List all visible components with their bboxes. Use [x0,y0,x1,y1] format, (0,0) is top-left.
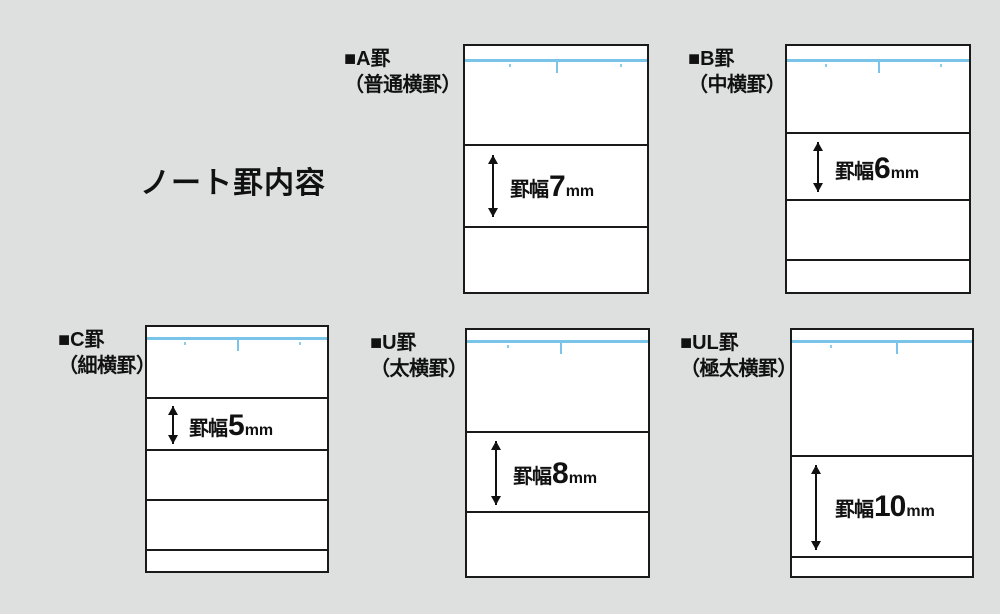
sheet-row [465,228,647,292]
ruled-line [792,340,972,343]
caption-prefix: 罫幅 [510,179,549,201]
specimen-ul-sheet: 罫幅 10 mm [790,328,974,578]
sheet-row [147,327,327,399]
sheet-row [792,330,972,457]
specimen-a-label: ■A罫 （普通横罫） [344,46,462,99]
specimen-c: ■C罫 （細横罫） 罫幅 5 mm [58,325,338,575]
tick-mark-icon [237,340,239,351]
arrow-up-icon [491,441,501,450]
ruled-line [147,337,327,340]
specimen-ul-code: ■UL罫 [680,332,739,354]
tick-mark-icon [825,64,827,67]
caption-prefix: 罫幅 [835,161,874,183]
caption-value: 6 [874,152,891,185]
tick-mark-icon [940,64,942,67]
sheet-row [467,513,648,576]
specimen-a-name: （普通横罫） [344,74,462,97]
caption-unit: mm [244,422,274,439]
caption-prefix: 罫幅 [513,466,552,488]
specimen-ul-label: ■UL罫 （極太横罫） [680,330,798,383]
caption-unit: mm [890,165,920,182]
tick-mark-icon [556,62,558,73]
specimen-c-label: ■C罫 （細横罫） [58,327,156,380]
specimen-c-caption: 罫幅 5 mm [189,411,273,441]
arrow-down-icon [168,435,178,444]
arrow-down-icon [488,208,498,217]
ruled-line [787,59,969,62]
specimen-a: ■A罫 （普通横罫） 罫幅 7 mm [344,44,654,296]
caption-value: 7 [549,170,566,203]
caption-unit: mm [565,183,595,200]
sheet-row [467,330,648,433]
arrow-down-icon [813,183,823,192]
specimen-ul-caption: 罫幅 10 mm [835,492,935,522]
specimen-c-sheet: 罫幅 5 mm [145,325,329,573]
sheet-row: 罫幅 7 mm [465,146,647,228]
specimen-b-label: ■B罫 （中横罫） [688,46,786,99]
specimen-b-code: ■B罫 [688,48,735,70]
tick-mark-icon [509,64,511,67]
sheet-row [147,451,327,501]
sheet-row [147,501,327,551]
arrow-up-icon [168,406,178,415]
tick-mark-icon [878,62,880,73]
measure-arrow-shaft [172,406,174,444]
tick-mark-icon [896,343,898,354]
specimen-u-name: （太横罫） [370,358,468,381]
specimen-a-code: ■A罫 [344,48,391,70]
ruled-line [467,340,648,343]
sheet-row [792,558,972,576]
specimen-u-sheet: 罫幅 8 mm [465,328,650,578]
measure-arrow-shaft [492,155,494,217]
ruled-line [465,59,647,62]
caption-unit: mm [568,470,598,487]
page-title: ノート罫内容 [140,167,326,200]
sheet-row [147,551,327,571]
tick-mark-icon [830,345,832,348]
measure-arrow-shaft [495,441,497,505]
arrow-down-icon [811,541,821,550]
sheet-row: 罫幅 6 mm [787,134,969,201]
specimen-a-sheet: 罫幅 7 mm [463,44,649,294]
specimen-u-code: ■U罫 [370,332,417,354]
specimen-b-caption: 罫幅 6 mm [835,154,919,184]
sheet-row: 罫幅 5 mm [147,399,327,451]
caption-value: 10 [874,490,906,523]
caption-prefix: 罫幅 [189,418,228,440]
arrow-up-icon [811,465,821,474]
caption-prefix: 罫幅 [835,499,874,521]
sheet-row [787,46,969,134]
sheet-row: 罫幅 8 mm [467,433,648,513]
sheet-row [787,201,969,261]
specimen-u-caption: 罫幅 8 mm [513,459,597,489]
caption-unit: mm [906,503,935,520]
tick-mark-icon [507,345,509,348]
sheet-row [787,261,969,292]
tick-mark-icon [184,342,186,345]
caption-value: 5 [228,409,245,442]
arrow-up-icon [488,155,498,164]
caption-value: 8 [552,457,569,490]
sheet-row: 罫幅 10 mm [792,457,972,558]
specimen-u-label: ■U罫 （太横罫） [370,330,468,383]
tick-mark-icon [560,343,562,354]
measure-arrow-shaft [815,465,817,550]
measure-arrow-shaft [817,142,819,192]
arrow-up-icon [813,142,823,151]
arrow-down-icon [491,496,501,505]
specimen-b-sheet: 罫幅 6 mm [785,44,971,294]
specimen-c-name: （細横罫） [58,355,156,378]
sheet-row [465,46,647,146]
specimen-ul: ■UL罫 （極太横罫） 罫幅 10 mm [680,328,980,580]
specimen-u: ■U罫 （太横罫） 罫幅 8 mm [370,328,660,580]
specimen-b: ■B罫 （中横罫） 罫幅 6 mm [688,44,978,296]
specimen-a-caption: 罫幅 7 mm [510,172,594,202]
specimen-b-name: （中横罫） [688,74,786,97]
specimen-c-code: ■C罫 [58,329,105,351]
specimen-ul-name: （極太横罫） [680,358,798,381]
tick-mark-icon [620,64,622,67]
tick-mark-icon [299,342,301,345]
